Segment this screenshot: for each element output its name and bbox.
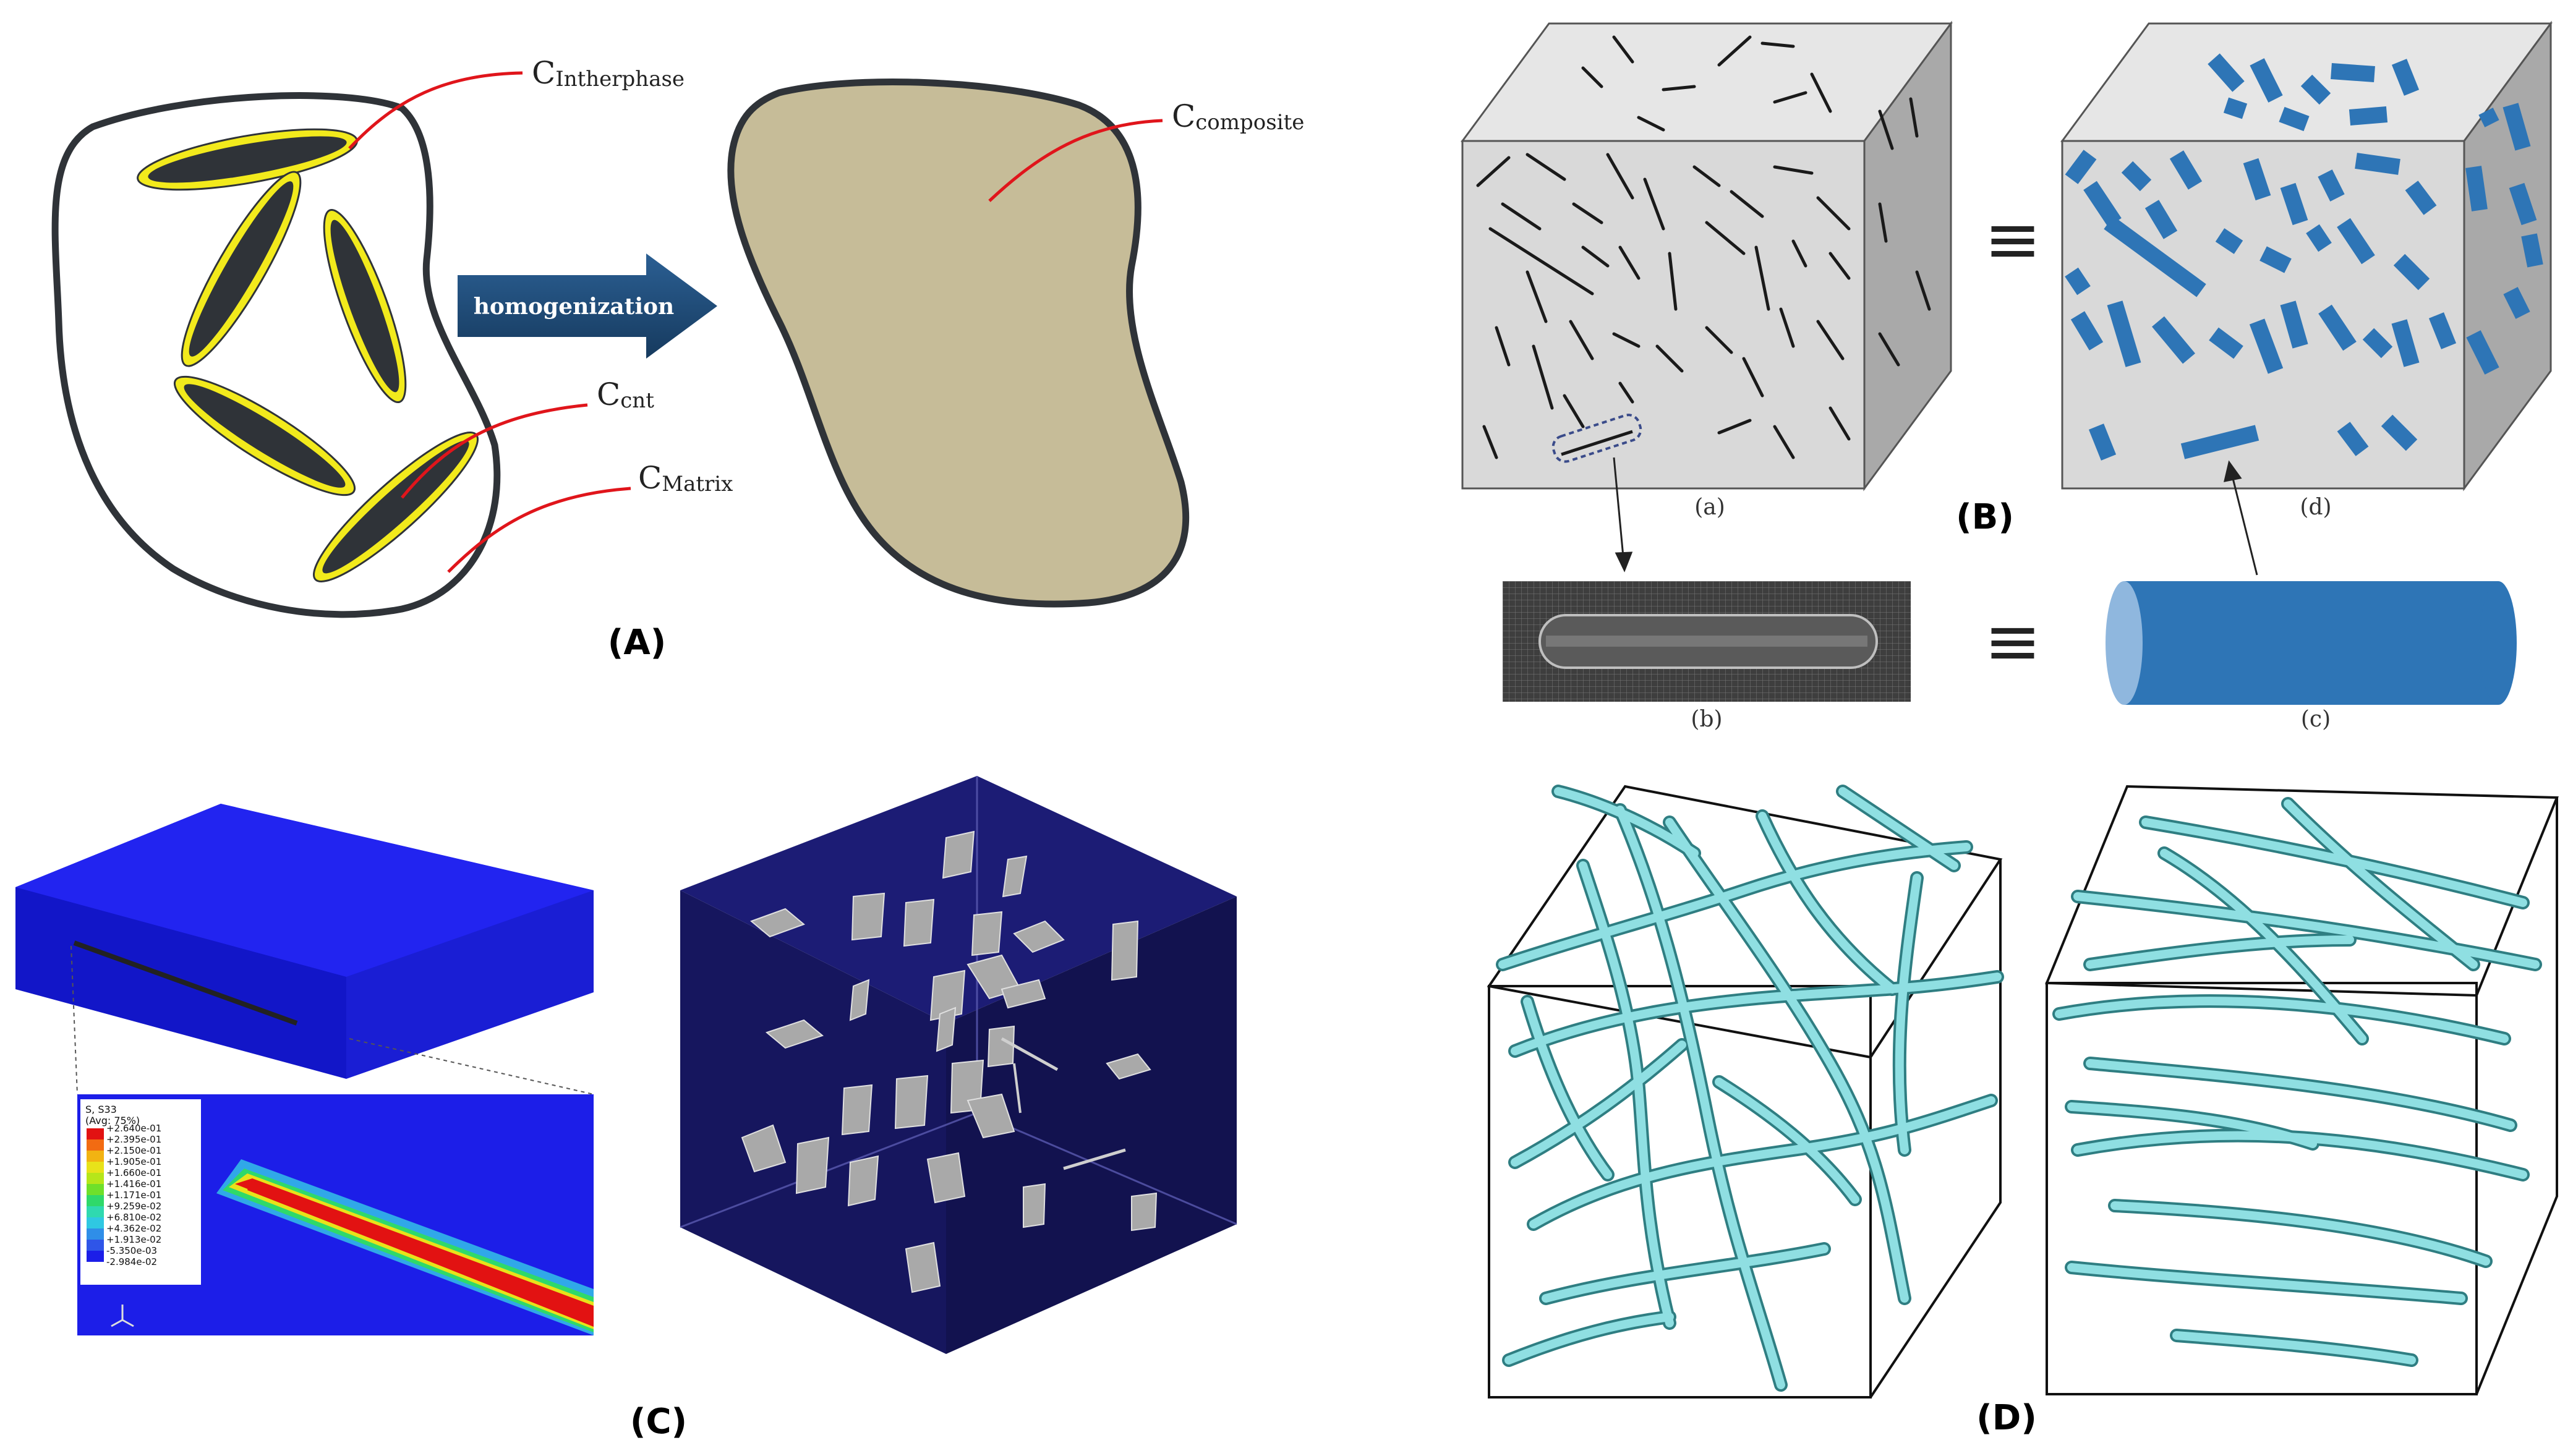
- fe-slab-model: [15, 804, 594, 1079]
- axis-triad-icon: [111, 1305, 134, 1327]
- cnt-tubes: [1496, 785, 2004, 1392]
- cnt-inclusion: [322, 440, 469, 574]
- panel-label-c: (C): [630, 1402, 687, 1442]
- panel-d: (D): [1487, 785, 2559, 1438]
- legend-values: +2.640e-01 +2.395e-01 +2.150e-01 +1.905e…: [106, 1123, 161, 1267]
- legend-value: +1.171e-01: [106, 1190, 161, 1201]
- arrow-label: homogenization: [474, 294, 674, 320]
- legend-value: -5.350e-03: [106, 1245, 157, 1256]
- cnt-inclusion: [330, 219, 399, 393]
- short-fibers: [1476, 35, 1931, 459]
- legend-title: S, S33: [85, 1104, 117, 1115]
- blue-equivalent-fibers: [2065, 53, 2543, 461]
- graphene-platelets: [741, 830, 1158, 1293]
- leader-composite: [988, 119, 1163, 202]
- leader-matrix: [447, 487, 631, 573]
- cnt-tubes: [2052, 797, 2542, 1367]
- legend-value: -2.984e-02: [106, 1256, 157, 1267]
- contour-legend: S, S33 (Avg: 75%) +2.64: [80, 1099, 201, 1285]
- panel-label-d: (D): [1976, 1398, 2037, 1438]
- cnt-inclusions: [137, 128, 479, 582]
- homogenization-arrow: homogenization: [458, 253, 717, 359]
- label-c-matrix: CMatrix: [638, 460, 733, 496]
- cnt-network-cube-aligned: [2045, 785, 2559, 1395]
- cube-front-face: [1461, 140, 1866, 490]
- label-c-cnt: Ccnt: [597, 377, 654, 413]
- platelet-cube: [680, 776, 1237, 1354]
- link-arrows: [1613, 457, 2258, 576]
- legend-swatches: [87, 1128, 104, 1262]
- equivalence-symbol-bottom: ≡: [1984, 602, 2041, 681]
- cnt-inclusion: [148, 136, 347, 183]
- sublabel-a: (a): [1694, 495, 1725, 520]
- panel-c: S, S33 (Avg: 75%) +2.64: [15, 776, 1237, 1442]
- leader-cnt: [401, 403, 588, 499]
- label-c-interphase: CIntherphase: [532, 55, 685, 92]
- legend-value: +2.150e-01: [106, 1145, 161, 1156]
- legend-value: +2.395e-01: [106, 1134, 161, 1145]
- cnt-inclusion: [184, 384, 346, 488]
- sublabel-b: (b): [1691, 707, 1722, 732]
- equivalent-cylinder: [2106, 581, 2517, 705]
- leader-interphase: [348, 71, 523, 150]
- panel-label-a: (A): [608, 623, 667, 663]
- cnt-network-cube-random: [1487, 785, 2004, 1399]
- label-c-composite: Ccomposite: [1172, 98, 1304, 135]
- homogenized-composite: [727, 79, 1190, 608]
- panel-b: (a) ≡ (d) (B): [1461, 20, 2553, 732]
- equivalence-symbol-top: ≡: [1984, 200, 2041, 279]
- sublabel-d: (d): [2300, 495, 2331, 520]
- cube-short-fibers: [1461, 20, 1953, 492]
- stress-contour-zoom: S, S33 (Avg: 75%) +2.64: [77, 1094, 594, 1335]
- legend-value: +1.905e-01: [106, 1156, 161, 1167]
- legend-value: +1.416e-01: [106, 1178, 161, 1190]
- panel-a: CIntherphase Ccnt CMatrix homogenization…: [51, 55, 1304, 663]
- legend-subtitle: (Avg: 75%): [85, 1115, 140, 1126]
- legend-value: +1.660e-01: [106, 1167, 161, 1178]
- panel-label-b: (B): [1956, 497, 2014, 537]
- legend-value: +2.640e-01: [106, 1123, 161, 1134]
- highlighted-cnt-box: [1551, 414, 1642, 463]
- legend-value: +6.810e-02: [106, 1212, 161, 1223]
- zoom-connector: [70, 945, 594, 1095]
- cnt-inclusion: [189, 181, 294, 357]
- legend-value: +1.913e-02: [106, 1234, 161, 1245]
- cube-equivalent-fibers: [2060, 20, 2553, 492]
- legend-value: +9.259e-02: [106, 1201, 161, 1212]
- sublabel-c: (c): [2301, 707, 2331, 732]
- legend-value: +4.362e-02: [106, 1223, 161, 1234]
- fe-mesh-image: [1503, 581, 1911, 702]
